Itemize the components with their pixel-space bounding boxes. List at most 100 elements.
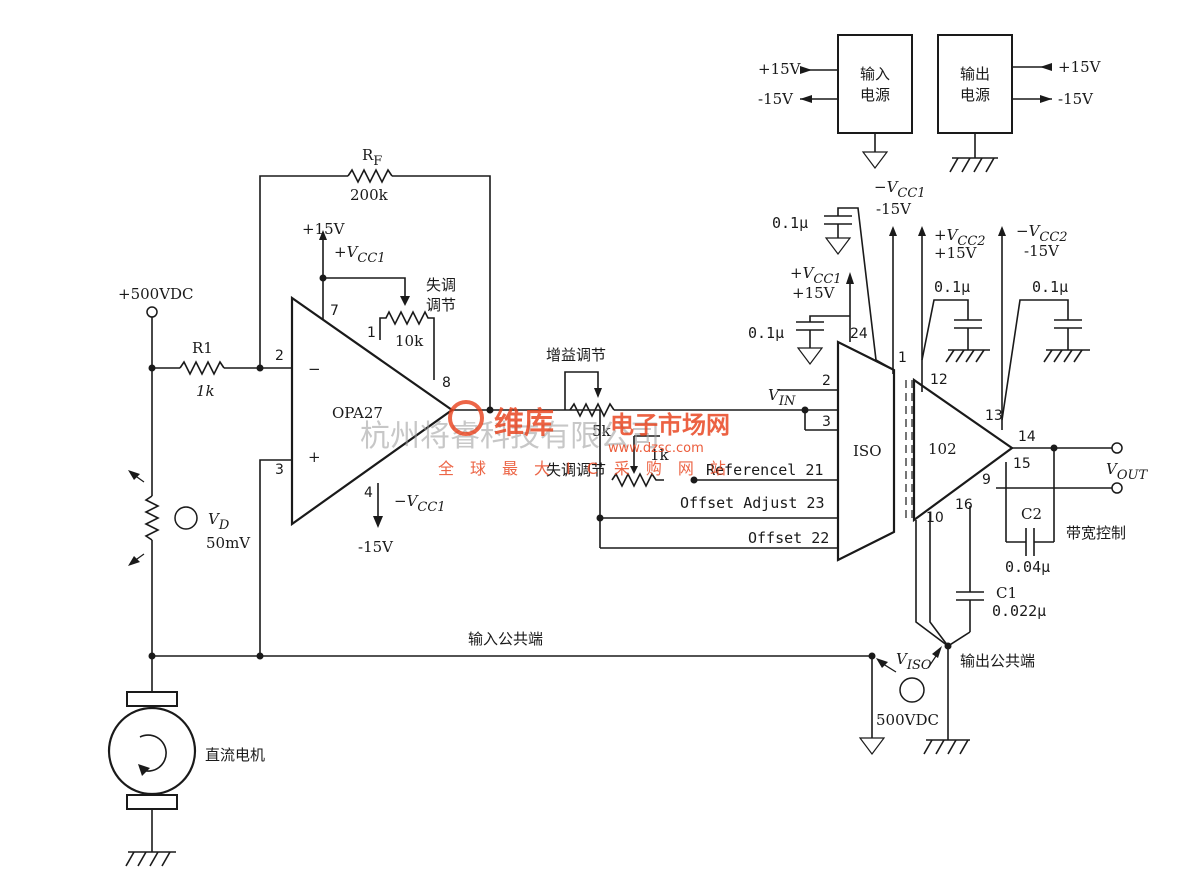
chassis-ground-icon xyxy=(923,739,970,755)
r1-name: R1 xyxy=(192,339,213,357)
gain-label: 增益调节 xyxy=(546,346,606,364)
amp-pin-9: 9 xyxy=(982,472,991,488)
input-supply-pos: +15V xyxy=(758,60,802,78)
opamp-neg-supply: -15V xyxy=(358,538,394,556)
opamp-name: OPA27 xyxy=(332,404,383,422)
arrow-icon xyxy=(1040,63,1052,71)
watermark-mid: 全球最大IC采购网站 xyxy=(438,459,742,478)
motor-brush-top xyxy=(126,691,178,707)
input-supply-label-1: 输入 xyxy=(860,65,890,83)
offset-label: 失调调节 xyxy=(546,461,606,479)
iso-pin-1: 1 xyxy=(898,350,907,366)
amp-pin-16: 16 xyxy=(955,497,973,513)
watermark-big: 维库 xyxy=(494,406,554,441)
iso-cap-mid: 0.1μ xyxy=(748,324,784,342)
arrow-icon xyxy=(373,516,383,528)
opamp-pin-1: 1 xyxy=(367,325,376,341)
r1-value: 1k xyxy=(196,382,215,400)
iso-pin-2: 2 xyxy=(822,373,831,389)
input-supply-label-2: 电源 xyxy=(860,86,890,104)
arrow-icon xyxy=(138,764,150,776)
amp-vcc2-neg-val: -15V xyxy=(1024,242,1060,260)
output-supply-label-2: 电源 xyxy=(960,86,990,104)
opamp-vcc-neg: −VCC1 xyxy=(394,492,446,515)
opamp-pos-supply: +15V xyxy=(302,220,346,238)
input-common-bus: 输入公共端 xyxy=(152,630,886,755)
opamp-opa27: OPA27 − + 2 3 7 1 8 4 +15V +VCC1 失调 调节 1… xyxy=(259,220,600,656)
offset-pot-value: 1k xyxy=(650,446,670,464)
arrow-icon xyxy=(932,646,942,658)
arrow-icon xyxy=(800,95,812,103)
input-side: +500VDC R1 1k VD 50mV xyxy=(107,285,265,867)
input-supply-neg: -15V xyxy=(758,90,794,108)
ground-icon xyxy=(858,737,886,755)
hv-terminal xyxy=(146,306,158,318)
viso-value: 500VDC xyxy=(876,711,939,729)
opamp-triangle xyxy=(290,295,454,527)
motor-brush-bottom xyxy=(126,794,178,810)
amp-cap-left: 0.1μ xyxy=(934,278,970,296)
amp-vcc2-pos-val: +15V xyxy=(934,244,978,262)
opamp-pin-3: 3 xyxy=(275,462,284,478)
opamp-minus: − xyxy=(308,360,321,378)
rf-value: 200k xyxy=(350,186,389,204)
amp-pin-14: 14 xyxy=(1018,429,1036,445)
input-power-supply: 输入 电源 +15V -15V xyxy=(758,34,913,169)
output-power-supply: 输出 电源 +15V -15V xyxy=(937,34,1102,173)
amp-vcc2-pos: +VCC2 xyxy=(934,226,986,249)
output-common-label: 输出公共端 xyxy=(960,652,1035,670)
iso-amplifier: ISO VIN 2 3 24 1 Referencel 21 Offset Ad… xyxy=(680,178,926,562)
iso-pin-3: 3 xyxy=(822,414,831,430)
arrow-icon xyxy=(846,272,854,284)
opamp-plus: + xyxy=(308,448,321,466)
arrow-icon xyxy=(128,556,140,566)
amp-vcc2-neg: −VCC2 xyxy=(1016,222,1068,245)
amp-102-triangle xyxy=(912,377,1014,523)
iso-vcc1-pos: +VCC1 xyxy=(790,264,842,287)
iso-offadj-label: Offset Adjust 23 xyxy=(680,494,825,512)
motor-label: 直流电机 xyxy=(205,746,265,764)
arrow-icon xyxy=(800,66,812,74)
feedback-resistor: RF 200k xyxy=(259,146,491,410)
motor-rotation-icon xyxy=(139,734,167,772)
arrow-icon xyxy=(1040,95,1052,103)
vd-meter-icon xyxy=(174,506,198,530)
amp-pin-15: 15 xyxy=(1013,456,1031,472)
output-supply-pos: +15V xyxy=(1058,58,1102,76)
watermark-logo-icon xyxy=(448,400,484,436)
iso-block xyxy=(836,340,896,562)
watermark-url: www.dzsc.com xyxy=(608,441,704,456)
output-supply-box xyxy=(937,34,1013,134)
amp-pin-12: 12 xyxy=(930,372,948,388)
opamp-pin-7: 7 xyxy=(330,303,339,319)
iso-vcc1-pos-val: +15V xyxy=(792,284,836,302)
c2-name: C2 xyxy=(1021,505,1042,523)
input-supply-box xyxy=(837,34,913,134)
amp-102-name: 102 xyxy=(928,440,957,458)
opamp-pin-4: 4 xyxy=(364,485,373,501)
chassis-ground-icon xyxy=(949,157,998,173)
iso-ref-label: Referencel 21 xyxy=(706,461,823,479)
arrow-icon xyxy=(128,470,140,480)
arrow-icon xyxy=(889,226,897,236)
input-common-label: 输入公共端 xyxy=(468,630,543,648)
amp-cap-right: 0.1μ xyxy=(1032,278,1068,296)
c1-name: C1 xyxy=(996,584,1017,602)
viso-sym: VISO xyxy=(896,650,932,673)
trim-value: 10k xyxy=(395,332,424,350)
c2-value: 0.04μ xyxy=(1005,558,1050,576)
opamp-pin-8: 8 xyxy=(442,375,451,391)
watermark-gray: 杭州将睿科技有限公司 xyxy=(360,419,660,454)
ground-icon xyxy=(824,237,852,255)
chassis-ground-icon xyxy=(1043,349,1090,363)
iso-vcc1-neg: −VCC1 xyxy=(874,178,926,201)
arrow-icon xyxy=(918,226,926,236)
vout-return-terminal xyxy=(1111,482,1123,494)
output-amplifier-102: 102 12 13 14 15 9 16 10 +VCC2 +15V 0.1μ … xyxy=(876,222,1148,755)
c1-value: 0.022μ xyxy=(992,602,1046,620)
trim-label-1: 失调 xyxy=(426,276,456,294)
opamp-vcc-pos: +VCC1 xyxy=(334,243,386,266)
arrow-icon xyxy=(630,466,638,474)
